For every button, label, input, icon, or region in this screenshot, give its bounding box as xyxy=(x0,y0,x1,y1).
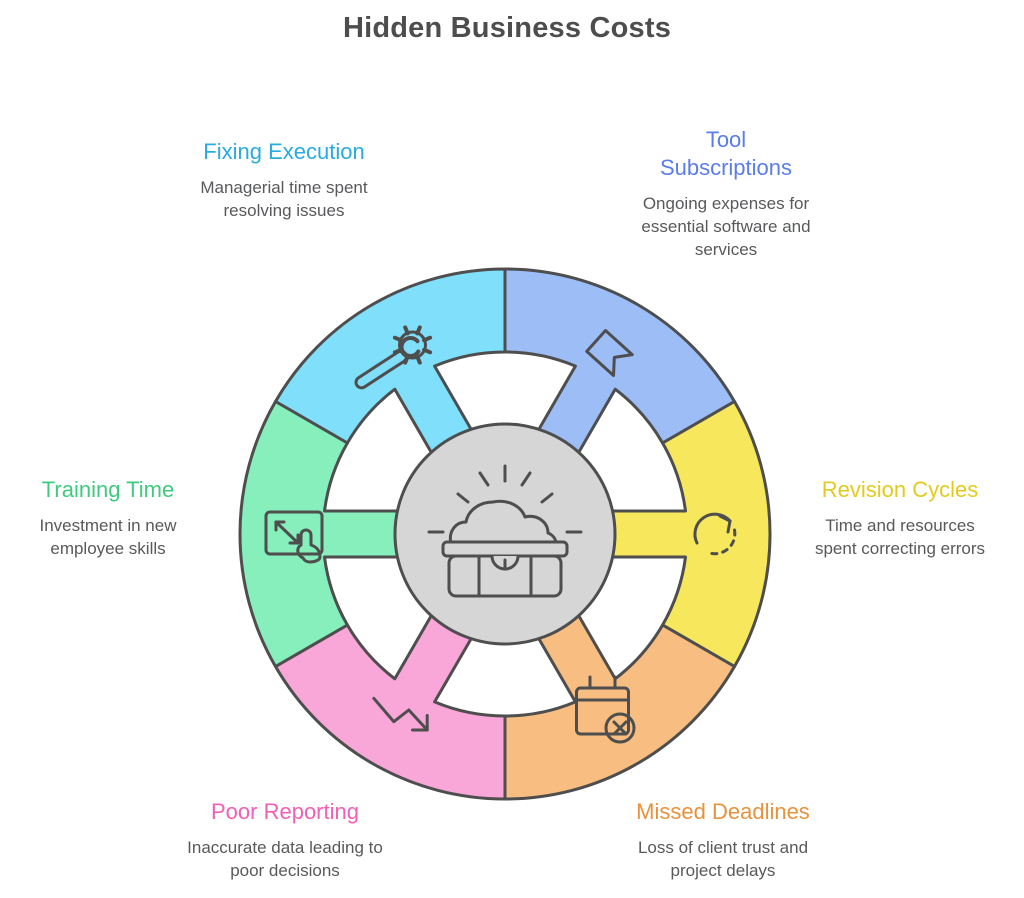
treasure-heap xyxy=(448,499,558,546)
item-title: Training Time xyxy=(41,477,175,502)
bookmark-icon xyxy=(585,329,634,377)
pointing-hand-icon xyxy=(296,528,322,564)
gear-wrench-icon xyxy=(354,325,433,390)
item-description: Managerial time spent resolving issues xyxy=(200,177,368,220)
shine-rays xyxy=(427,464,583,534)
center-hub xyxy=(393,422,617,646)
segment-revision-cycles xyxy=(600,400,772,668)
item-title: Revision Cycles xyxy=(821,477,979,502)
label-tool-subscriptions: Tool Subscriptions Ongoing expenses for … xyxy=(626,126,826,262)
item-title: Missed Deadlines xyxy=(636,799,810,824)
treasure-chest-icon xyxy=(427,464,583,598)
segment-training-time xyxy=(238,400,410,668)
label-missed-deadlines: Missed Deadlines Loss of client trust an… xyxy=(623,798,823,883)
chest-lid xyxy=(441,540,569,558)
item-description: Investment in new employee skills xyxy=(39,515,177,558)
label-training-time: Training Time Investment in new employee… xyxy=(23,476,193,561)
segment-missed-deadlines xyxy=(503,605,736,801)
item-title: Poor Reporting xyxy=(211,799,359,824)
calendar-x-icon xyxy=(575,675,636,744)
screen-touch-expand-icon xyxy=(264,510,324,564)
segment-tool-subscriptions xyxy=(503,267,736,463)
item-description: Inaccurate data leading to poor decision… xyxy=(187,837,383,880)
label-fixing-execution: Fixing Execution Managerial time spent r… xyxy=(179,138,389,223)
item-description: Ongoing expenses for essential software … xyxy=(641,193,811,259)
label-poor-reporting: Poor Reporting Inaccurate data leading t… xyxy=(185,798,385,883)
item-title: Tool Subscriptions xyxy=(659,127,793,180)
page-title: Hidden Business Costs xyxy=(342,12,672,44)
item-description: Time and resources spent correcting erro… xyxy=(814,515,986,558)
segment-poor-reporting xyxy=(274,605,507,801)
declining-trend-icon xyxy=(372,696,429,732)
label-revision-cycles: Revision Cycles Time and resources spent… xyxy=(803,476,998,561)
item-title: Fixing Execution xyxy=(203,139,365,164)
refresh-cycle-icon xyxy=(693,512,737,556)
item-description: Loss of client trust and project delays xyxy=(637,837,809,880)
